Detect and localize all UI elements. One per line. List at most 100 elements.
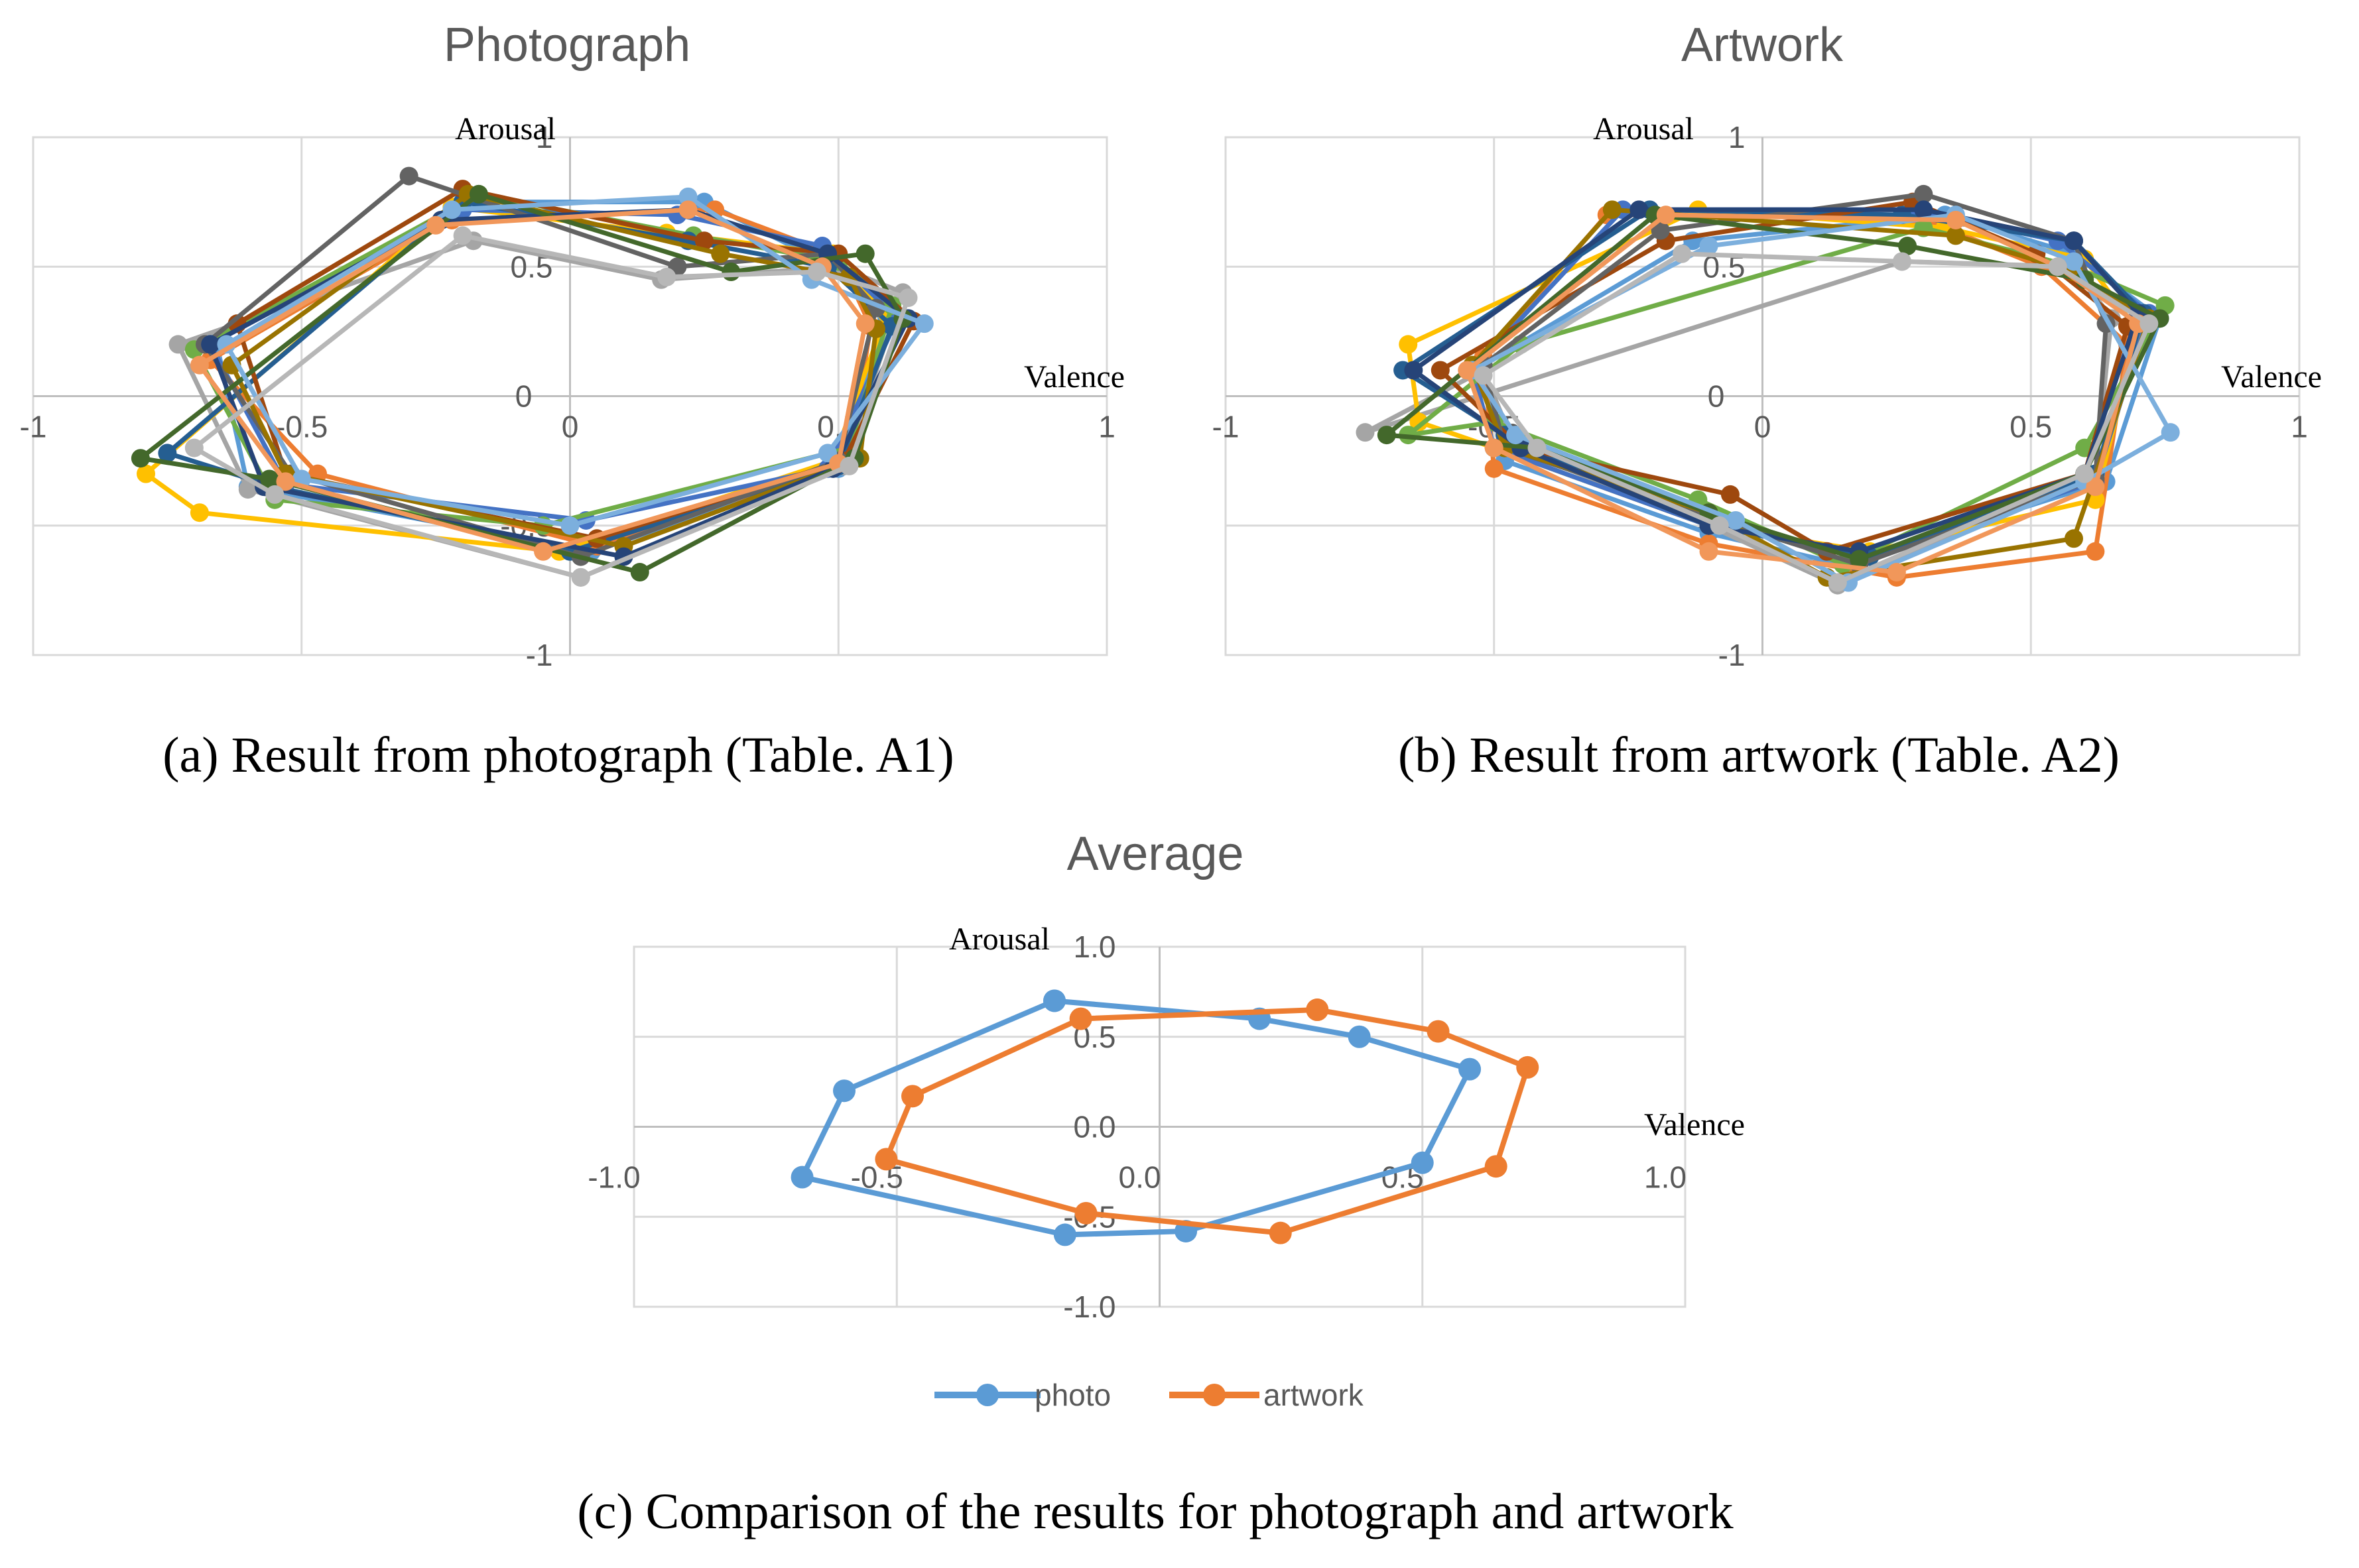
data-point: [201, 335, 220, 354]
data-point: [1699, 237, 1718, 256]
data-point-artwork: [1306, 998, 1329, 1022]
data-point: [1914, 200, 1933, 219]
data-point: [1898, 237, 1917, 256]
data-point: [238, 480, 257, 499]
axes: [634, 947, 1685, 1307]
data-point: [2139, 314, 2159, 333]
data-point: [136, 464, 155, 483]
data-point: [2075, 464, 2094, 483]
data-point: [1828, 573, 1847, 592]
data-point: [1474, 366, 1493, 385]
series-line: [1411, 207, 2141, 554]
data-point: [1629, 200, 1649, 219]
data-point: [1404, 361, 1423, 380]
data-point-artwork: [1269, 1221, 1292, 1244]
data-point-photo: [1043, 989, 1066, 1012]
x-tick-label: 0: [562, 410, 579, 444]
data-point: [453, 226, 472, 245]
data-point-artwork: [875, 1148, 898, 1171]
y-tick-label: 1: [536, 120, 553, 154]
data-point: [2065, 231, 2084, 251]
data-point: [1527, 438, 1547, 457]
y-tick-label: -1.0: [1063, 1290, 1116, 1324]
data-point-artwork: [1069, 1007, 1092, 1030]
data-point-photo: [833, 1079, 856, 1103]
data-point: [711, 244, 730, 263]
data-point: [657, 267, 676, 286]
x-tick-label: 1.0: [1644, 1160, 1687, 1195]
x-tick-label: -1: [1212, 410, 1240, 444]
series-line: [1464, 212, 2141, 575]
caption: (a) Result from photograph (Table. A1): [162, 727, 954, 783]
chart-title: Artwork: [1681, 19, 1844, 72]
x-tick-label: -1.0: [588, 1160, 640, 1195]
legend: photo artwork: [934, 1378, 1364, 1412]
y-tick-label: 1.0: [1074, 930, 1116, 964]
data-point: [1656, 206, 1675, 225]
data-point-photo: [1348, 1025, 1371, 1048]
y-tick-label: 0: [515, 379, 533, 414]
data-point: [2086, 542, 2105, 561]
data-point: [694, 231, 714, 251]
series-line-artwork: [883, 1007, 1531, 1236]
data-point: [2086, 477, 2105, 497]
series-group: [1356, 184, 2180, 595]
x-tick-label: 1: [2291, 410, 2308, 444]
data-point: [1699, 542, 1718, 561]
y-axis-label: Arousal: [949, 922, 1050, 957]
data-point: [534, 542, 553, 561]
data-point: [1431, 361, 1450, 380]
data-point: [856, 244, 875, 263]
data-point: [1914, 184, 1933, 204]
data-point: [469, 184, 488, 204]
y-tick-label: 0: [1708, 379, 1725, 414]
data-point: [1946, 210, 1965, 229]
data-point: [168, 335, 188, 354]
data-point-artwork: [1074, 1201, 1098, 1225]
y-tick-label: 0.0: [1074, 1110, 1116, 1144]
legend-marker-artwork: [1203, 1384, 1226, 1406]
data-point: [265, 485, 285, 504]
data-point: [1506, 426, 1525, 445]
x-tick-label: 0: [1754, 410, 1771, 444]
data-point: [560, 516, 580, 535]
legend-item-artwork: artwork: [1169, 1378, 1364, 1412]
data-point: [1458, 361, 1477, 380]
data-point-photo: [791, 1166, 814, 1189]
data-point: [184, 438, 204, 457]
data-point: [276, 472, 295, 491]
data-point: [1673, 244, 1692, 263]
data-point: [1409, 412, 1429, 432]
caption: (b) Result from artwork (Table. A2): [1398, 727, 2120, 783]
series-line-photo: [799, 998, 1473, 1238]
data-point: [1850, 550, 1869, 569]
legend-marker-photo: [976, 1384, 999, 1406]
data-point: [131, 449, 150, 468]
data-point-artwork: [1516, 1055, 1539, 1079]
data-point: [1356, 423, 1375, 442]
data-point-artwork: [901, 1085, 924, 1108]
data-point: [722, 263, 741, 282]
legend-label-photo: photo: [1035, 1378, 1111, 1412]
data-point: [190, 503, 209, 522]
data-point: [630, 563, 649, 582]
chart-average: Average -1.0-1.0-0.5-0.50.00.00.50.51.01…: [577, 827, 1745, 1539]
data-point: [2161, 423, 2180, 442]
y-axis-label: Arousal: [455, 111, 556, 147]
data-point: [1710, 516, 1729, 535]
data-point: [899, 288, 918, 308]
x-axis-label: Valence: [1644, 1107, 1745, 1142]
legend-item-photo: photo: [934, 1378, 1111, 1412]
data-point-photo: [1411, 1151, 1434, 1174]
data-point: [1377, 426, 1396, 445]
series-group: [131, 166, 934, 587]
data-point: [442, 200, 462, 219]
data-point: [1720, 485, 1740, 504]
data-point: [1726, 511, 1746, 530]
data-point: [2065, 529, 2084, 548]
data-point: [1887, 563, 1906, 582]
data-point: [1602, 200, 1622, 219]
